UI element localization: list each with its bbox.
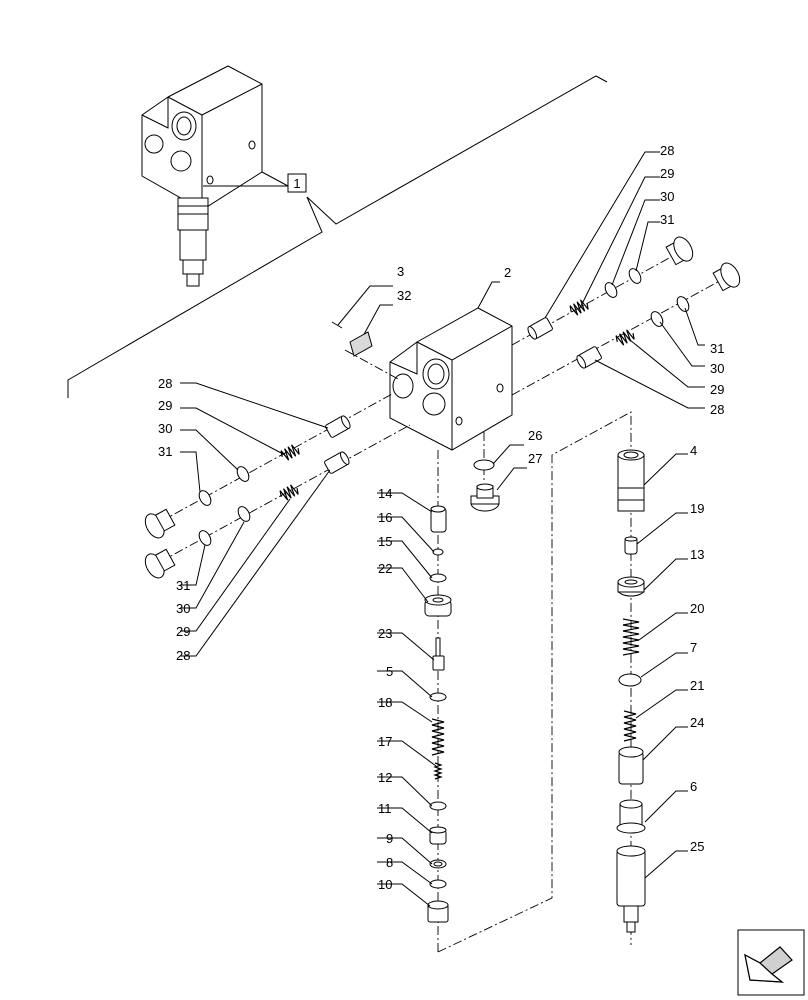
- label-10: 10: [378, 877, 392, 892]
- left-plug-parts: [144, 415, 351, 579]
- pin-and-plate: [331, 321, 373, 357]
- label-9: 9: [386, 831, 393, 846]
- label-27: 27: [528, 451, 542, 466]
- label-17: 17: [378, 734, 392, 749]
- label-right-31-top: 31: [660, 212, 674, 227]
- label-12: 12: [378, 770, 392, 785]
- label-21: 21: [690, 678, 704, 693]
- right-plug-parts: [527, 236, 741, 369]
- label-right-29-top: 29: [660, 166, 674, 181]
- label-20: 20: [690, 601, 704, 616]
- label-7: 7: [690, 640, 697, 655]
- label-right-28-top: 28: [660, 143, 674, 158]
- figure-callout-number: 1: [293, 176, 300, 191]
- o-ring-26: [473, 459, 495, 471]
- label-16: 16: [378, 510, 392, 525]
- label-25: 25: [690, 839, 704, 854]
- label-left-28-bottom: 28: [176, 648, 190, 663]
- label-left-31-top: 31: [158, 444, 172, 459]
- label-32: 32: [397, 288, 411, 303]
- label-8: 8: [386, 855, 393, 870]
- label-18: 18: [378, 695, 392, 710]
- label-13: 13: [690, 547, 704, 562]
- label-2: 2: [504, 265, 511, 280]
- label-right-31-bottom: 31: [710, 341, 724, 356]
- label-14: 14: [378, 486, 392, 501]
- label-5: 5: [386, 664, 393, 679]
- label-4: 4: [690, 443, 697, 458]
- label-right-29-bottom: 29: [710, 382, 724, 397]
- valve-assembly-overview: 1: [67, 65, 608, 398]
- label-left-30-top: 30: [158, 421, 172, 436]
- right-column-parts: [616, 449, 646, 933]
- center-column-parts: [424, 505, 452, 923]
- label-right-28-bottom: 28: [710, 402, 724, 417]
- label-6: 6: [690, 779, 697, 794]
- plug-27: [470, 483, 500, 512]
- label-22: 22: [378, 561, 392, 576]
- label-19: 19: [690, 501, 704, 516]
- label-right-30-top: 30: [660, 189, 674, 204]
- arrow-back-icon[interactable]: [737, 929, 805, 996]
- label-23: 23: [378, 626, 392, 641]
- label-11: 11: [378, 801, 392, 816]
- label-24: 24: [690, 715, 704, 730]
- label-15: 15: [378, 534, 392, 549]
- label-26: 26: [528, 428, 542, 443]
- label-left-28-top: 28: [158, 376, 172, 391]
- valve-block-body: [389, 307, 513, 451]
- label-left-29-bottom: 29: [176, 624, 190, 639]
- label-3: 3: [397, 264, 404, 279]
- label-right-30-bottom: 30: [710, 361, 724, 376]
- label-left-30-bottom: 30: [176, 601, 190, 616]
- label-left-31-bottom: 31: [176, 578, 190, 593]
- label-left-29-top: 29: [158, 398, 172, 413]
